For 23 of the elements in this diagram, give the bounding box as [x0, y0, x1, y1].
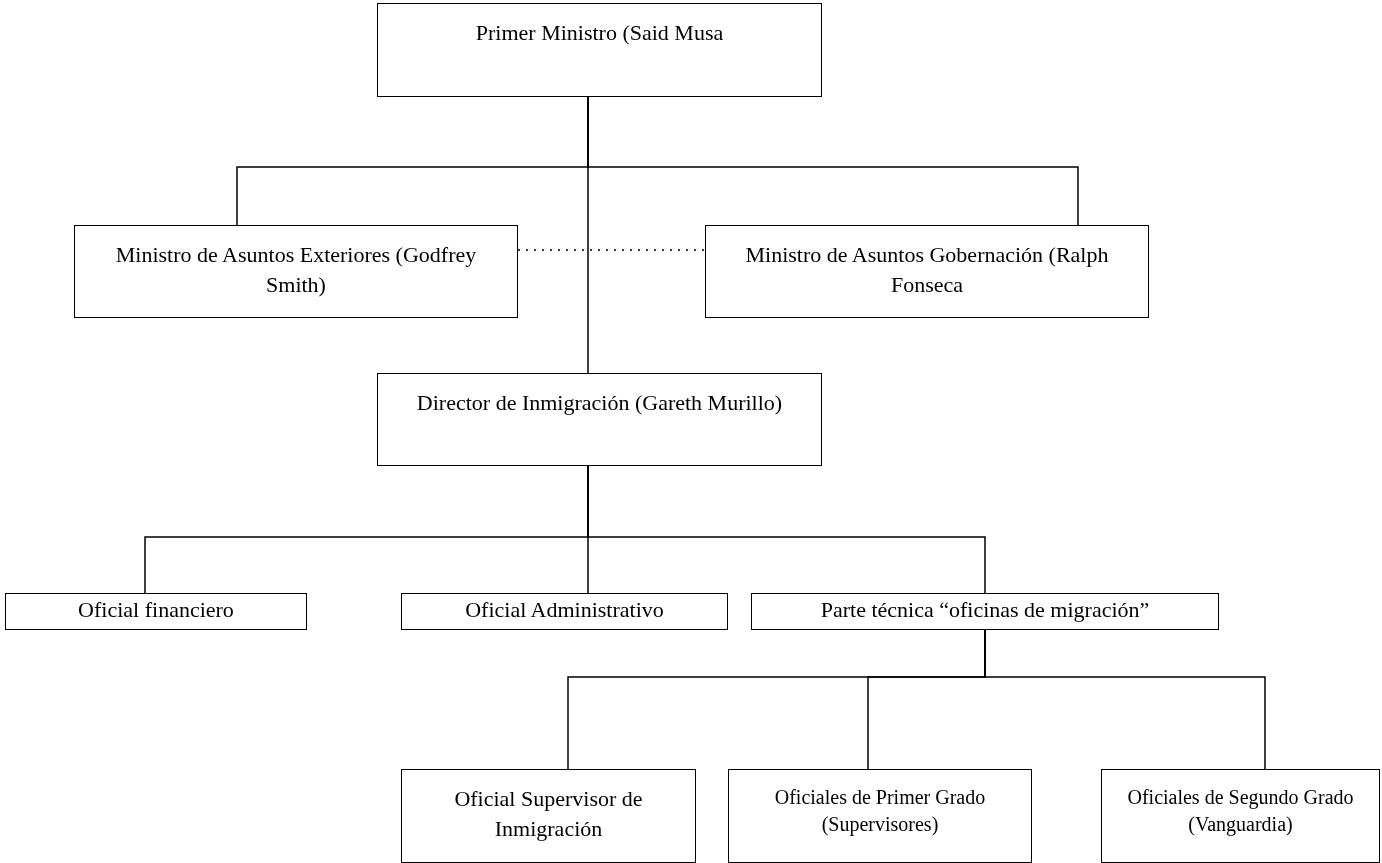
connector-line — [984, 629, 1266, 770]
box-label: Oficial Supervisor de Inmigración — [453, 785, 644, 843]
connector-line — [587, 96, 1079, 226]
org-box — [751, 593, 1219, 630]
box-label: Oficiales de Primer Grado (Supervisores) — [773, 785, 987, 838]
box-label: Primer Ministro (Said Musa — [475, 19, 724, 47]
box-label: Parte técnica “oficinas de migración” — [820, 596, 1150, 625]
org-box — [5, 593, 307, 630]
box-label: Oficiales de Segundo Grado (Vanguardia) — [1126, 785, 1355, 838]
org-box — [401, 769, 696, 863]
org-box — [377, 3, 822, 97]
box-label: Director de Inmigración (Gareth Murillo) — [416, 389, 783, 417]
box-label: Ministro de Asuntos Exteriores (Godfrey Smith) — [114, 241, 478, 299]
box-label: Oficial Administrativo — [465, 596, 664, 625]
org-box — [74, 225, 518, 318]
org-box — [728, 769, 1032, 863]
box-label: Oficial financiero — [78, 596, 234, 625]
box-label: Ministro de Asuntos Gobernación (Ralph Fonseca — [744, 241, 1110, 299]
org-box — [1101, 769, 1380, 863]
connector-line — [587, 465, 986, 594]
org-box — [705, 225, 1149, 318]
org-box — [401, 593, 728, 630]
org-box — [377, 373, 822, 466]
